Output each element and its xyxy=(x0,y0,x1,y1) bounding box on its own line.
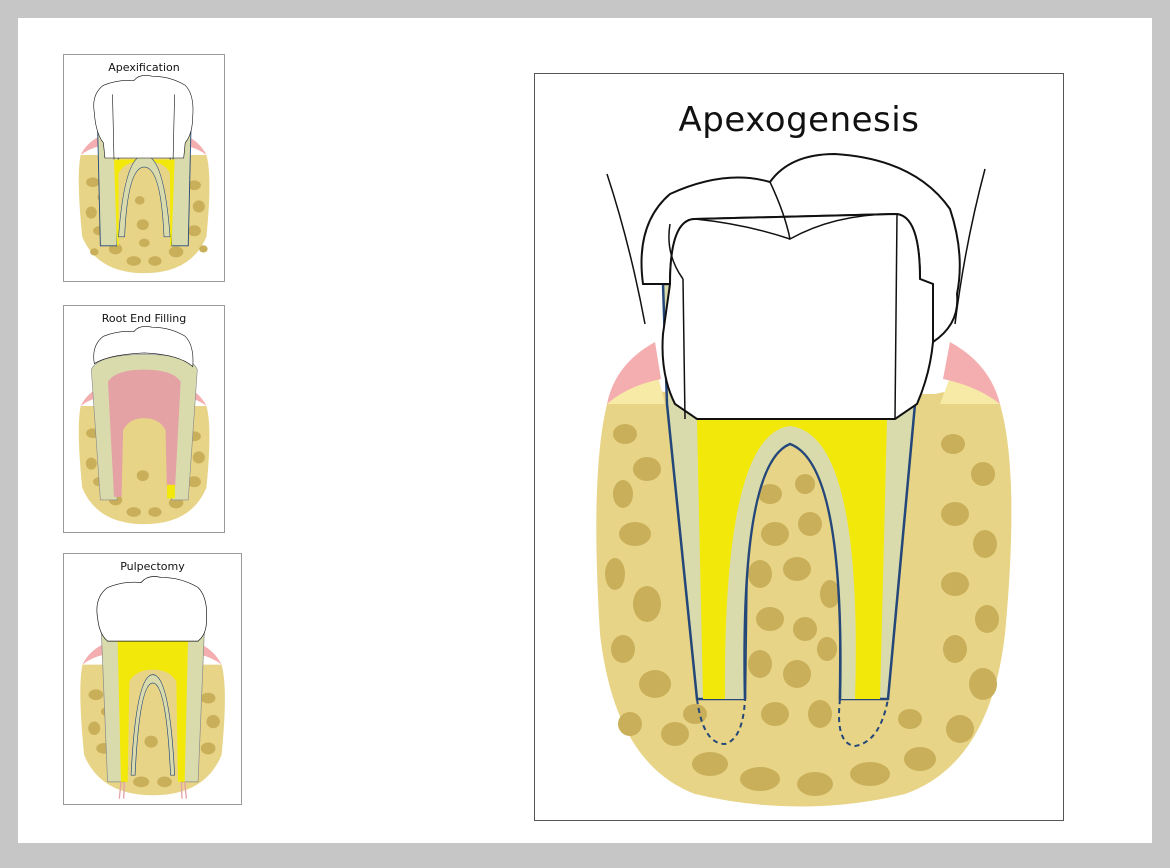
apexification-tooth-illustration xyxy=(64,55,224,281)
apexification-panel[interactable]: Apexification xyxy=(63,54,225,282)
root-end-filling-tooth-illustration xyxy=(64,306,224,532)
pulpectomy-panel[interactable]: Pulpectomy xyxy=(63,553,242,805)
crown-dentin xyxy=(663,214,934,419)
root-end-filling-panel[interactable]: Root End Filling xyxy=(63,305,225,533)
apexogenesis-panel: Apexogenesis xyxy=(534,73,1064,821)
pulpectomy-tooth-illustration xyxy=(64,554,241,804)
figure-canvas: Apexification Root End Filling xyxy=(18,18,1152,843)
apexogenesis-tooth-illustration xyxy=(535,74,1063,820)
